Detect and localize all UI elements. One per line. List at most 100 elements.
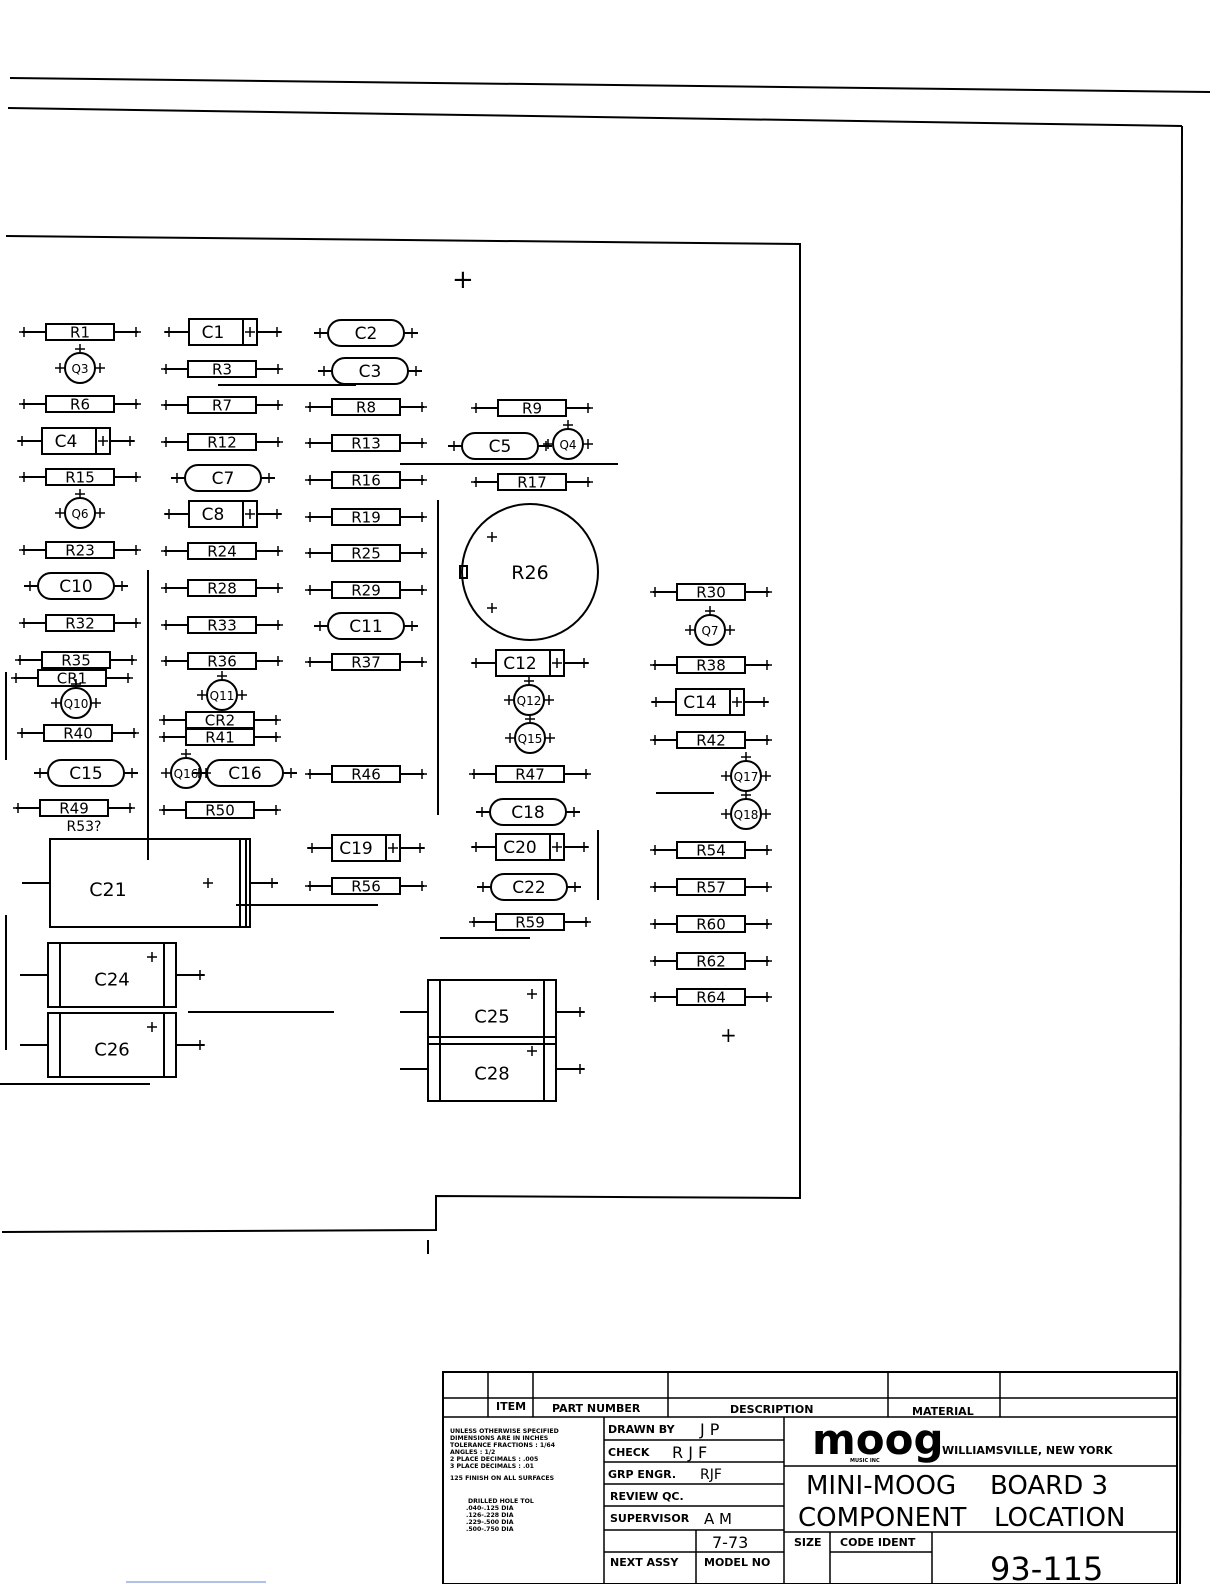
svg-text:C19: C19 [339, 839, 373, 859]
tolerance-note-5: 2 PLACE DECIMALS : .005 [450, 1456, 538, 1463]
component-c26: C26 [20, 1012, 205, 1078]
component-c15: C15 [34, 759, 138, 787]
component-c3: C3 [318, 357, 422, 385]
component-r30: R30 [650, 583, 772, 601]
svg-text:R6: R6 [70, 395, 90, 413]
svg-text:C5: C5 [489, 437, 512, 457]
component-q4: Q4 [543, 420, 593, 460]
component-r29: R29 [305, 581, 427, 599]
component-r40: R40 [17, 724, 139, 742]
component-c5: C5 [448, 432, 552, 460]
component-cr2: CR2 [159, 711, 281, 729]
svg-text:C7: C7 [212, 469, 235, 489]
tolerance-note-12: .229-.500 DIA [466, 1519, 514, 1526]
component-r41: R41 [159, 728, 281, 746]
component-q16: Q16 [161, 749, 211, 789]
grp-engr-value: RJF [700, 1467, 722, 1483]
component-c19: C19 [307, 834, 425, 862]
component-r6: R6 [19, 395, 141, 413]
svg-text:CR1: CR1 [57, 669, 87, 687]
component-c4: C4 [17, 427, 135, 455]
component-r54: R54 [650, 841, 772, 859]
drawing-number: 93-115 [990, 1550, 1103, 1584]
component-c7: C7 [171, 464, 275, 492]
component-r50: R50 [159, 801, 281, 819]
svg-text:R64: R64 [696, 988, 726, 1006]
svg-text:R19: R19 [351, 508, 381, 526]
svg-text:C18: C18 [511, 803, 545, 823]
svg-text:C20: C20 [503, 838, 537, 858]
component-c16: C16 [193, 759, 297, 787]
next-assy-label: NEXT ASSY [610, 1556, 679, 1569]
svg-text:R30: R30 [696, 583, 726, 601]
svg-text:R16: R16 [351, 471, 381, 489]
component-q10: Q10 [51, 679, 101, 719]
tolerance-note-10: .040-.125 DIA [466, 1505, 514, 1512]
svg-text:C3: C3 [359, 362, 382, 382]
svg-text:R60: R60 [696, 915, 726, 933]
svg-text:R1: R1 [70, 323, 90, 341]
svg-text:R57: R57 [696, 878, 726, 896]
svg-text:R59: R59 [515, 913, 545, 931]
component-r15: R15 [19, 468, 141, 486]
title-block-text: ITEM PART NUMBER DESCRIPTION MATERIAL UN… [450, 1400, 1125, 1584]
svg-text:R25: R25 [351, 544, 381, 562]
component-c21: C21 [22, 838, 278, 928]
svg-text:Q12: Q12 [517, 694, 542, 708]
grp-engr-label: GRP ENGR. [608, 1468, 676, 1481]
title-line2-left: COMPONENT [798, 1503, 967, 1533]
svg-text:C1: C1 [202, 323, 225, 343]
svg-text:C4: C4 [55, 432, 78, 452]
component-r25: R25 [305, 544, 427, 562]
supervisor-label: SUPERVISOR [610, 1512, 690, 1525]
component-r42: R42 [650, 731, 772, 749]
component-c22: C22 [477, 873, 581, 901]
component-c1: C1 [164, 318, 282, 346]
svg-text:C16: C16 [228, 764, 262, 784]
tolerance-note-3: TOLERANCE FRACTIONS : 1/64 [450, 1442, 556, 1449]
tolerance-note-11: .126-.228 DIA [466, 1512, 514, 1519]
component-r12: R12 [161, 433, 283, 451]
component-r38: R38 [650, 656, 772, 674]
svg-text:R54: R54 [696, 841, 726, 859]
drawn-by-value: J P [699, 1420, 720, 1439]
svg-text:C28: C28 [474, 1063, 509, 1084]
svg-text:R38: R38 [696, 656, 726, 674]
svg-text:R47: R47 [515, 765, 545, 783]
svg-text:R33: R33 [207, 616, 237, 634]
svg-text:R32: R32 [65, 614, 95, 632]
component-c18: C18 [476, 798, 580, 826]
component-q6: Q6 [55, 489, 105, 529]
svg-text:C24: C24 [94, 969, 129, 990]
title-block [442, 1371, 1178, 1584]
tolerance-note-2: DIMENSIONS ARE IN INCHES [450, 1435, 548, 1442]
moog-logo-sub: MUSIC INC [850, 1458, 880, 1464]
svg-text:Q10: Q10 [64, 697, 89, 711]
drawn-by-label: DRAWN BY [608, 1423, 676, 1436]
component-r26: R26 [459, 503, 599, 641]
svg-text:C8: C8 [202, 505, 225, 525]
jumper-wires [0, 384, 714, 1085]
component-c14: C14 [651, 688, 769, 716]
svg-text:R36: R36 [207, 652, 237, 670]
svg-text:C25: C25 [474, 1006, 509, 1027]
component-r23: R23 [19, 541, 141, 559]
component-r16: R16 [305, 471, 427, 489]
component-c8: C8 [164, 500, 282, 528]
component-r60: R60 [650, 915, 772, 933]
svg-text:C2: C2 [355, 324, 378, 344]
svg-text:R62: R62 [696, 952, 726, 970]
svg-text:Q15: Q15 [518, 732, 543, 746]
svg-text:Q17: Q17 [734, 770, 759, 784]
component-q18: Q18 [721, 790, 771, 830]
component-r53: R53? [67, 819, 102, 835]
company-location: WILLIAMSVILLE, NEW YORK [942, 1444, 1113, 1457]
component-cr1: CR1 [11, 669, 133, 687]
svg-text:C26: C26 [94, 1039, 129, 1060]
tolerance-note-7: 125 FINISH ON ALL SURFACES [450, 1475, 554, 1482]
svg-text:R3: R3 [212, 360, 232, 378]
component-r46: R46 [305, 765, 427, 783]
svg-text:CR2: CR2 [205, 711, 235, 729]
svg-text:C11: C11 [349, 617, 383, 637]
svg-text:R12: R12 [207, 433, 237, 451]
